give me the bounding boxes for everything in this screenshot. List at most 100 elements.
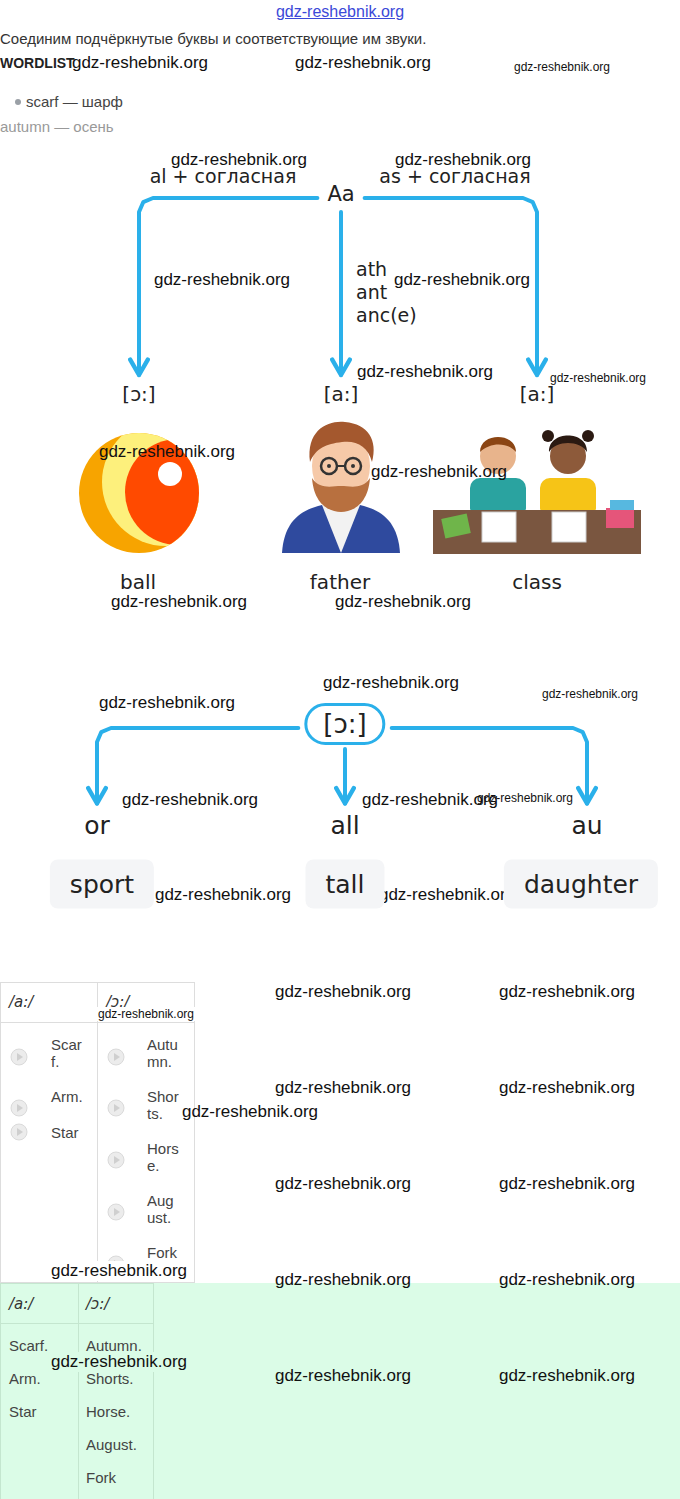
node-text: daughter <box>524 870 638 899</box>
watermark: gdz-reshebnik.org <box>499 982 635 1002</box>
play-triangle <box>17 1053 120 1268</box>
bullet-dot <box>15 99 21 105</box>
play-icon <box>108 1204 124 1220</box>
table-cell: Horse. <box>86 1403 130 1420</box>
arrow-connector <box>343 749 347 804</box>
play-triangle <box>17 1104 23 1112</box>
father-picture <box>312 478 370 512</box>
table-grid <box>97 982 98 1282</box>
class-picture <box>552 512 586 542</box>
watermark: gdz-reshebnik.org <box>477 791 573 805</box>
father-picture <box>310 422 374 462</box>
example-word: tall <box>305 860 384 909</box>
table-cell: Autumn. <box>147 1036 180 1070</box>
node-text: [a:] <box>520 382 555 406</box>
play-triangle <box>17 1053 23 1061</box>
class-picture <box>606 508 634 528</box>
father-picture <box>351 464 355 468</box>
node-text: tall <box>325 870 364 899</box>
father-picture <box>321 458 337 474</box>
class-picture <box>610 500 634 510</box>
table-grid <box>0 982 195 1283</box>
watermark: gdz-reshebnik.org <box>99 693 235 713</box>
picture-caption: class <box>512 570 562 594</box>
table-header: /ɔ:/ <box>86 1295 109 1313</box>
watermark: gdz-reshebnik.org <box>275 982 411 1002</box>
play-triangle <box>114 1208 120 1216</box>
watermark: gdz-reshebnik.org <box>99 442 235 462</box>
wordlist-item: autumn — осень <box>0 118 114 135</box>
letter-node: Aa <box>323 180 358 208</box>
father-picture <box>337 465 345 467</box>
watermark: gdz-reshebnik.org <box>111 592 247 612</box>
node-text: [a:] <box>324 382 359 406</box>
play-triangle <box>17 1128 23 1136</box>
table-header: /a:/ <box>9 993 33 1011</box>
watermark: gdz-reshebnik.org <box>499 1366 635 1386</box>
play-icon <box>11 1100 27 1116</box>
father-picture <box>282 422 400 553</box>
watermark: gdz-reshebnik.org <box>49 1261 189 1281</box>
father-picture <box>322 505 360 553</box>
node-text: [ɔ:] <box>122 382 155 406</box>
watermark: gdz-reshebnik.org <box>499 1174 635 1194</box>
play-icon <box>11 1124 27 1140</box>
table-grid <box>1 983 195 1283</box>
ball-picture <box>102 418 231 546</box>
node-text: sport <box>70 870 134 899</box>
edge-label: ath ant anc(e) <box>356 258 420 326</box>
watermark: gdz-reshebnik.org <box>276 3 404 21</box>
play-triangle <box>114 1156 120 1164</box>
play-icon <box>108 1100 124 1116</box>
watermark: gdz-reshebnik.org <box>275 1078 411 1098</box>
play-icon <box>11 1049 27 1065</box>
sound-node: [ɔ:] <box>118 380 159 408</box>
ball-picture <box>102 418 230 546</box>
watermark: gdz-reshebnik.org <box>371 462 507 482</box>
class-picture <box>433 430 641 554</box>
example-word: daughter <box>504 860 658 909</box>
section-heading: WORDLIST <box>0 55 75 71</box>
watermark: gdz-reshebnik.org <box>323 673 459 693</box>
picture-caption: father <box>310 570 370 594</box>
table-cell: Star <box>9 1403 37 1420</box>
class-picture <box>482 512 516 542</box>
table-cell: Fork <box>86 1469 116 1486</box>
sound-box: [ɔ:] <box>304 703 385 745</box>
watermark: gdz-reshebnik.org <box>154 270 290 290</box>
edge-label: as + согласная <box>379 165 530 188</box>
watermark: gdz-reshebnik.org <box>155 885 291 905</box>
spelling-node: or <box>80 809 114 842</box>
watermark: gdz-reshebnik.org <box>275 1366 411 1386</box>
class-picture <box>542 430 554 442</box>
spelling-node: all <box>326 809 363 842</box>
class-picture <box>549 436 587 453</box>
table-cell: Shorts. <box>147 1088 180 1122</box>
instruction-text: Соединим подчёркнутые буквы и соответств… <box>0 30 426 47</box>
watermark: gdz-reshebnik.org <box>295 53 431 73</box>
answer-panel <box>0 1283 680 1499</box>
play-icon <box>108 1152 124 1168</box>
class-picture <box>480 437 516 452</box>
class-picture <box>441 514 471 539</box>
watermark: gdz-reshebnik.org <box>275 1174 411 1194</box>
wordlist-item: scarf — шарф <box>26 93 123 110</box>
table-cell: Shorts. <box>86 1370 134 1387</box>
father-picture <box>282 505 400 553</box>
edge-label: al + согласная <box>150 165 297 188</box>
table-cell: Arm. <box>51 1088 84 1105</box>
watermark: gdz-reshebnik.org <box>357 362 493 382</box>
answer-panel <box>1 1284 154 1499</box>
sound-node: [a:] <box>516 380 559 408</box>
watermark: gdz-reshebnik.org <box>394 270 530 290</box>
node-text: or <box>84 811 110 840</box>
play-triangle <box>114 1053 120 1061</box>
father-picture <box>327 464 331 468</box>
watermark: gdz-reshebnik.org <box>122 790 258 810</box>
answer-panel <box>0 1323 153 1324</box>
father-picture <box>345 458 361 474</box>
picture-caption: ball <box>120 570 156 594</box>
arrow-connector <box>339 212 343 375</box>
watermark: gdz-reshebnik.org <box>550 371 646 385</box>
play-icon <box>108 1049 124 1065</box>
